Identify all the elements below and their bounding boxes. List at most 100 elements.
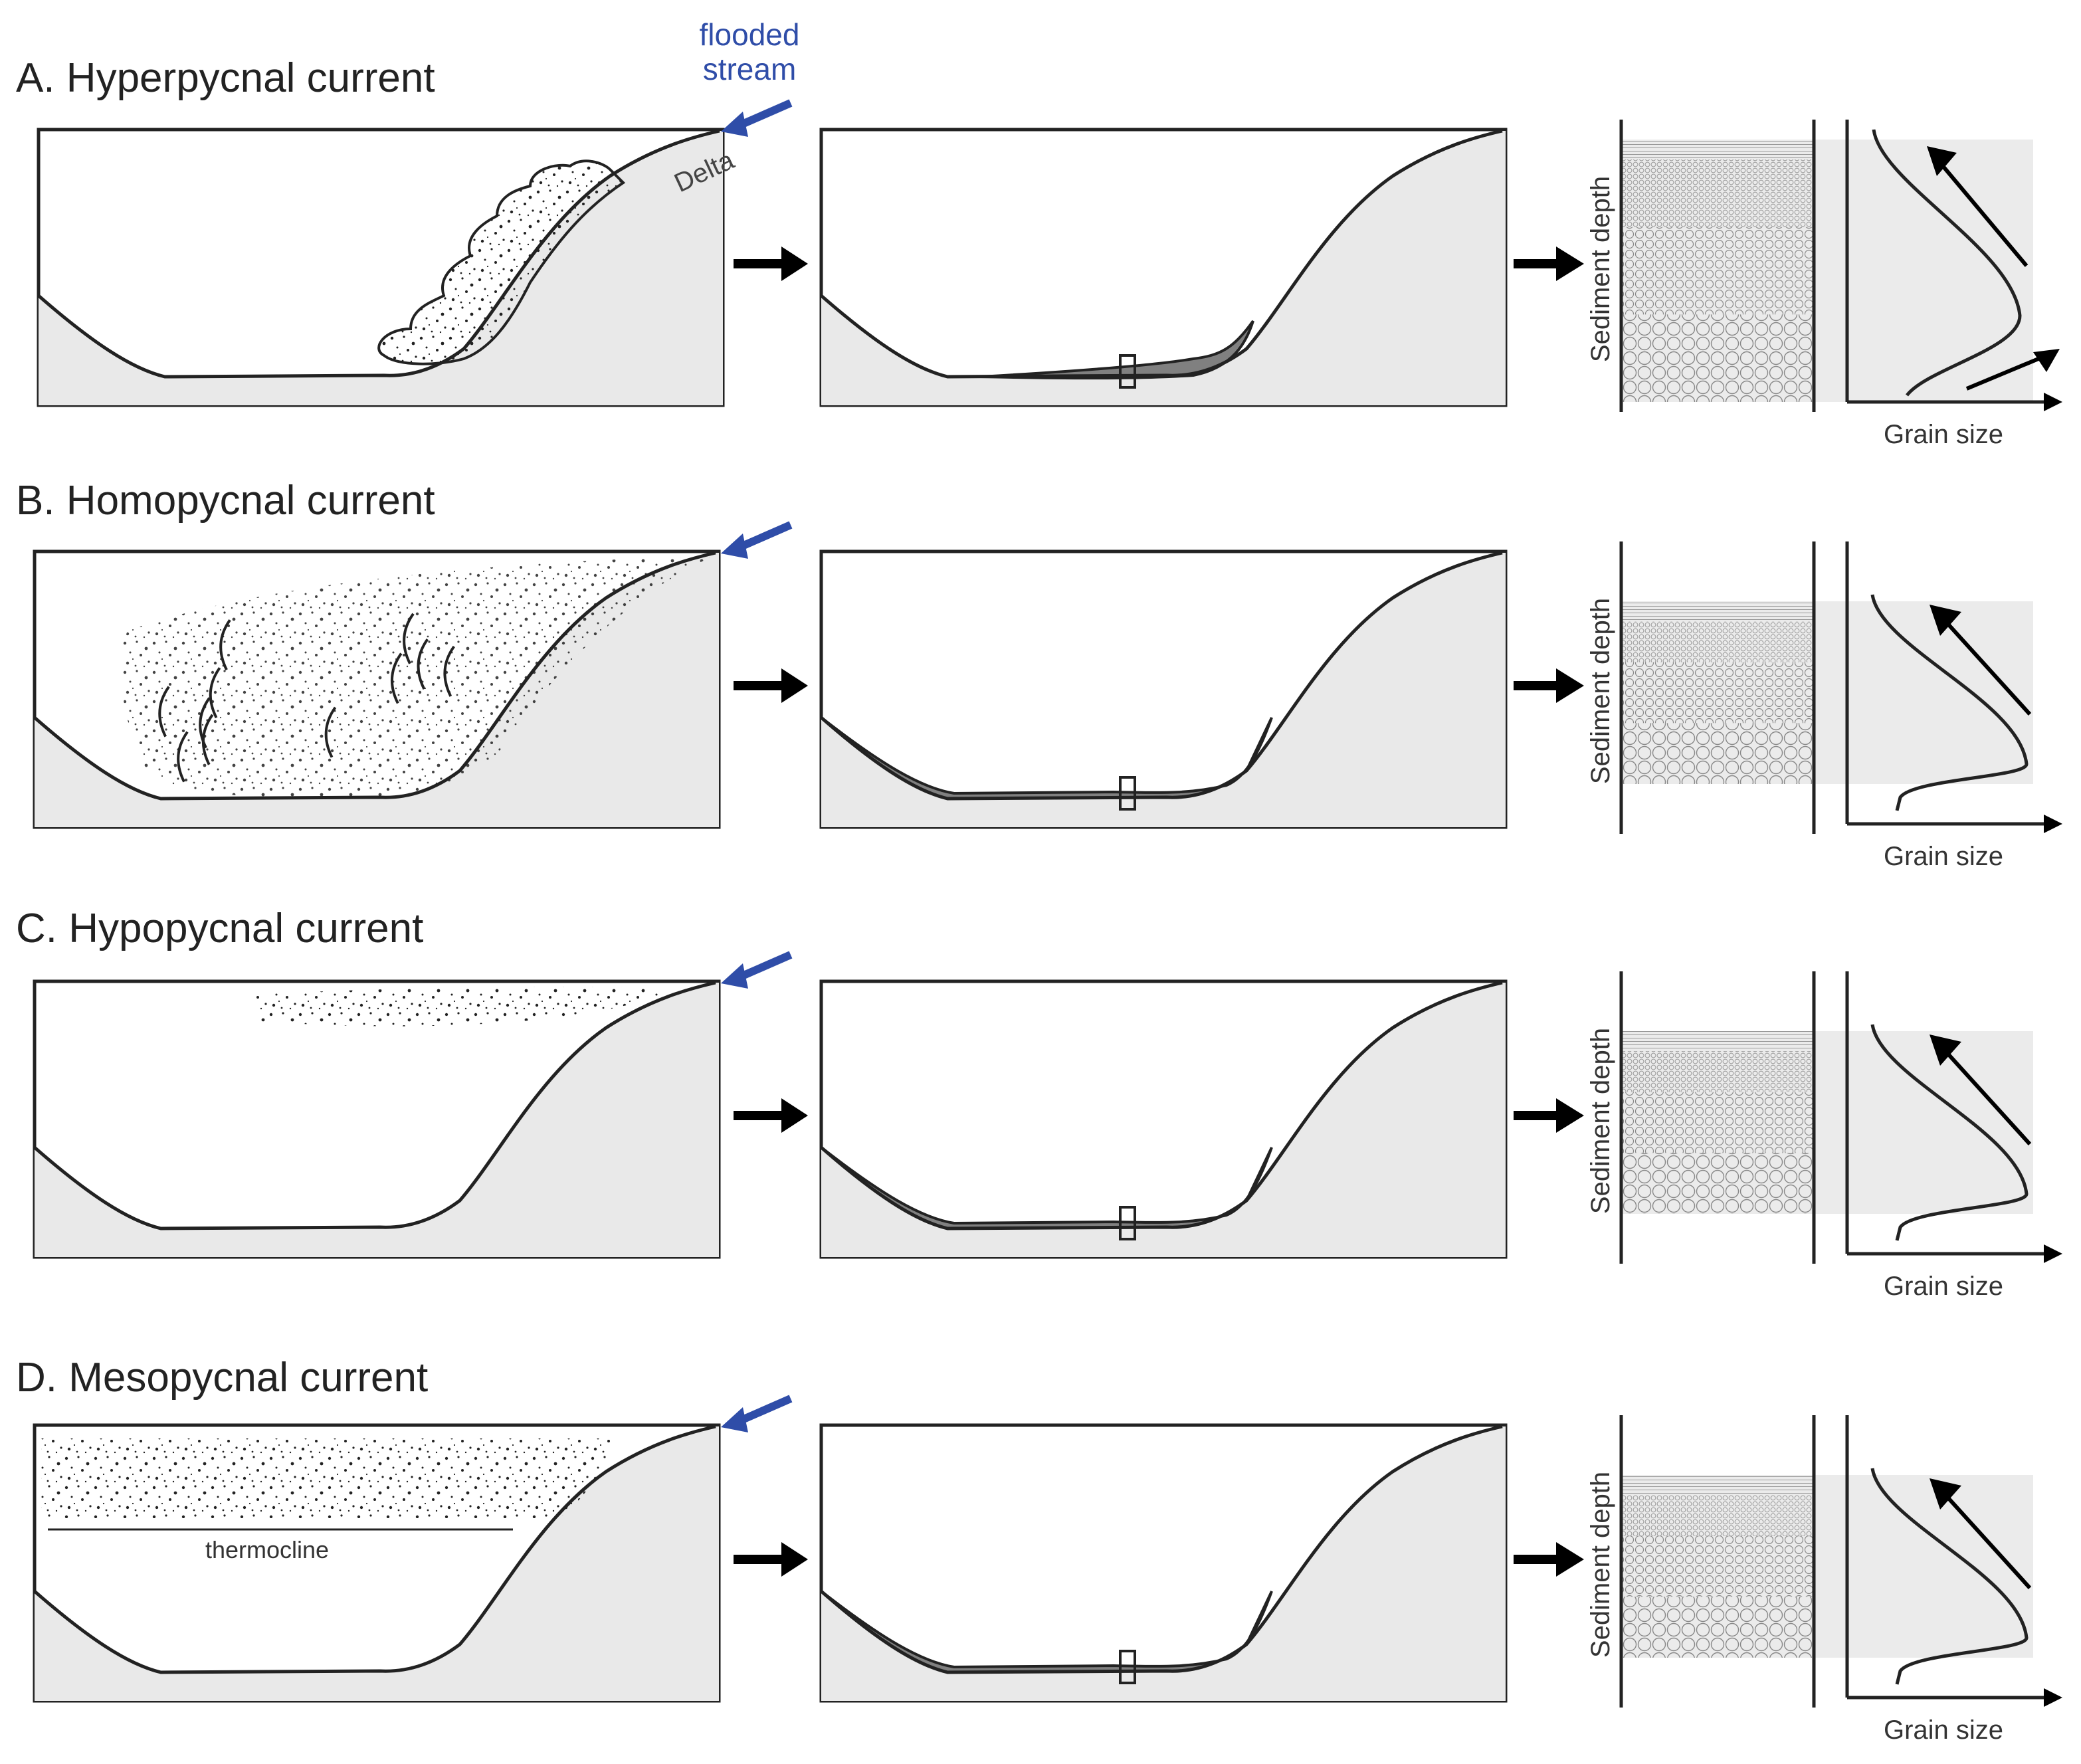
flow-arrowhead-2-a [1556, 246, 1584, 281]
fining-arrow [1943, 619, 2032, 716]
stream-arrowhead-c [721, 963, 748, 989]
grain-size-label: Grain size [1884, 842, 2003, 871]
flow-arrowhead-2-c [1556, 1098, 1584, 1133]
plume-hyperpycnal [377, 159, 626, 365]
fining-arrowhead [1927, 146, 1957, 176]
core-fine [1621, 621, 1814, 662]
core-coarse [1621, 1153, 1814, 1214]
eddy-mark [219, 619, 231, 671]
sediment-depth-label: Sediment depth [1586, 1472, 1615, 1658]
core-fine [1621, 1051, 1814, 1092]
core-coarse [1621, 723, 1814, 784]
stream-arrow-d [736, 1395, 793, 1426]
row-title-c: C. Hypopycnal current [16, 906, 424, 951]
row-title-a: A. Hyperpycnal current [16, 55, 435, 101]
grain-x-arrowhead [2044, 815, 2062, 833]
middle-panel-a-seafloor [821, 131, 1506, 405]
stream-arrowhead-b [721, 534, 748, 559]
eddy-mark [403, 613, 415, 664]
left-panel-d-profile [33, 1424, 716, 1674]
grain-size-label: Grain size [1884, 420, 2003, 449]
left-panel-d-basin: thermocline [33, 1424, 719, 1701]
row-title-b: B. Homopycnal current [16, 478, 435, 524]
middle-panel-b-core-box [1119, 776, 1136, 811]
flow-arrowhead-2-d [1556, 1542, 1584, 1577]
fining-arrow [1943, 1049, 2032, 1146]
core-coarse [1621, 1597, 1814, 1658]
eddy-mark [324, 706, 337, 758]
coarsening-arrowhead [2033, 349, 2060, 372]
grain-curve [1870, 1024, 2029, 1241]
plume-mesopycnal [41, 1438, 613, 1518]
thermocline-label: thermocline [205, 1536, 329, 1563]
left-panel-c-seafloor [35, 983, 719, 1257]
sediment-depth-label: Sediment depth [1586, 176, 1615, 362]
grain-x-arrowhead [2044, 1244, 2062, 1263]
core-laminae [1621, 140, 1814, 159]
left-panel-b-seafloor [35, 553, 719, 827]
stream-arrow-a [736, 99, 793, 130]
middle-panel-d-seafloor [821, 1426, 1506, 1701]
plume-homopycnal [121, 557, 712, 799]
fining-arrow [1938, 161, 2029, 267]
middle-panel-c-seafloor [821, 983, 1506, 1257]
eddy-mark [177, 731, 189, 783]
grain-curve [1870, 1468, 2029, 1685]
middle-panel-c-core-box [1119, 1206, 1136, 1240]
eddy-mark [443, 645, 455, 697]
flooded-stream-label: flooded [700, 17, 800, 52]
plume-hypopycnal [254, 987, 672, 1027]
core-medium [1621, 1092, 1814, 1153]
middle-panel-d-core-box [1119, 1650, 1136, 1684]
stream-arrow-c [736, 951, 793, 982]
core-fine [1621, 1495, 1814, 1536]
eddy-mark [158, 686, 170, 737]
stream-arrow-b [736, 521, 793, 552]
middle-panel-d-basin [820, 1424, 1506, 1701]
left-panel-b-basin [33, 551, 719, 827]
left-panel-a-seafloor [39, 131, 723, 405]
fining-arrowhead [1930, 605, 1961, 636]
core-laminae [1621, 1031, 1814, 1051]
left-panel-c-basin [33, 981, 719, 1257]
middle-panel-c-basin [820, 981, 1506, 1257]
sediment-depth-label: Sediment depth [1586, 1028, 1615, 1214]
flow-arrowhead-1-d [781, 1542, 808, 1577]
left-panel-c-profile [33, 981, 716, 1230]
flow-arrowhead-2-b [1556, 668, 1584, 703]
flooded-stream-label-2: stream [703, 52, 797, 86]
eddy-mark [201, 714, 214, 765]
row-title-d: D. Mesopycnal current [16, 1355, 429, 1401]
core-fine [1621, 159, 1814, 227]
grain-x-arrowhead [2044, 1688, 2062, 1707]
stream-arrowhead-a [721, 112, 748, 137]
core-medium [1621, 662, 1814, 724]
middle-panel-a-profile [820, 129, 1503, 379]
core-laminae [1621, 601, 1814, 621]
flow-arrowhead-1-c [781, 1098, 808, 1133]
middle-panel-b-profile [820, 551, 1503, 801]
middle-panel-a-basin [820, 129, 1506, 405]
middle-panel-b-seafloor [821, 553, 1506, 827]
grain-size-label: Grain size [1884, 1272, 2003, 1301]
eddy-mark [391, 652, 403, 704]
middle-panel-a-core-box [1119, 354, 1136, 389]
middle-panel-c-profile [820, 981, 1503, 1230]
eddy-mark [417, 638, 429, 690]
middle-panel-d-profile [820, 1424, 1503, 1674]
core-coarse [1621, 314, 1814, 402]
grain-x-arrowhead [2044, 393, 2062, 411]
middle-panel-b-basin [820, 551, 1506, 827]
core-medium [1621, 227, 1814, 315]
grain-curve [1870, 594, 2029, 811]
flow-arrowhead-1-b [781, 668, 808, 703]
fining-arrowhead [1930, 1034, 1961, 1066]
fining-arrowhead [1930, 1478, 1961, 1510]
grain-curve [1872, 129, 2022, 397]
sediment-depth-label: Sediment depth [1586, 598, 1615, 784]
